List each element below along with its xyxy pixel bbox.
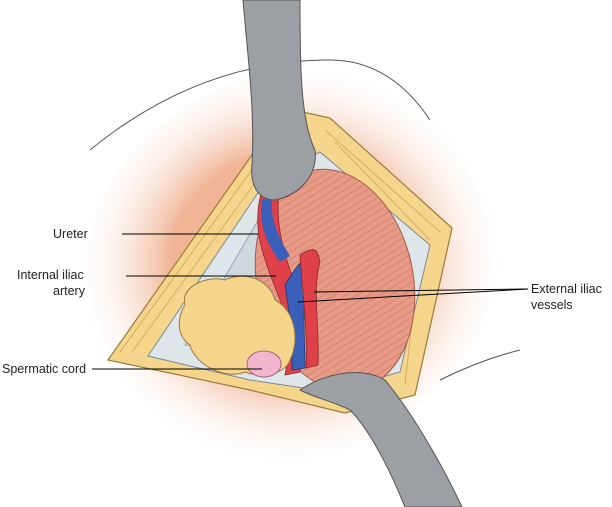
fat-layers xyxy=(119,119,441,386)
internal-iliac-label-line1: Internal iliac xyxy=(17,268,84,282)
external-iliac-leader-2 xyxy=(297,288,529,303)
retroperitoneal-fat xyxy=(178,275,296,376)
external-iliac-label-line1: External iliac xyxy=(531,282,602,296)
lower-retractor xyxy=(299,372,463,507)
upper-retractor xyxy=(242,0,316,201)
internal-iliac-label-line2: artery xyxy=(53,284,85,298)
external-iliac-label-line2: vessels xyxy=(531,298,573,312)
ureter-label: Ureter xyxy=(53,227,88,241)
external-iliac-artery xyxy=(299,249,321,369)
external-iliac-leader-1 xyxy=(313,288,529,293)
spermatic-cord xyxy=(246,350,282,378)
spermatic-cord-label: Spermatic cord xyxy=(2,362,87,376)
ureter-vein xyxy=(261,196,290,262)
